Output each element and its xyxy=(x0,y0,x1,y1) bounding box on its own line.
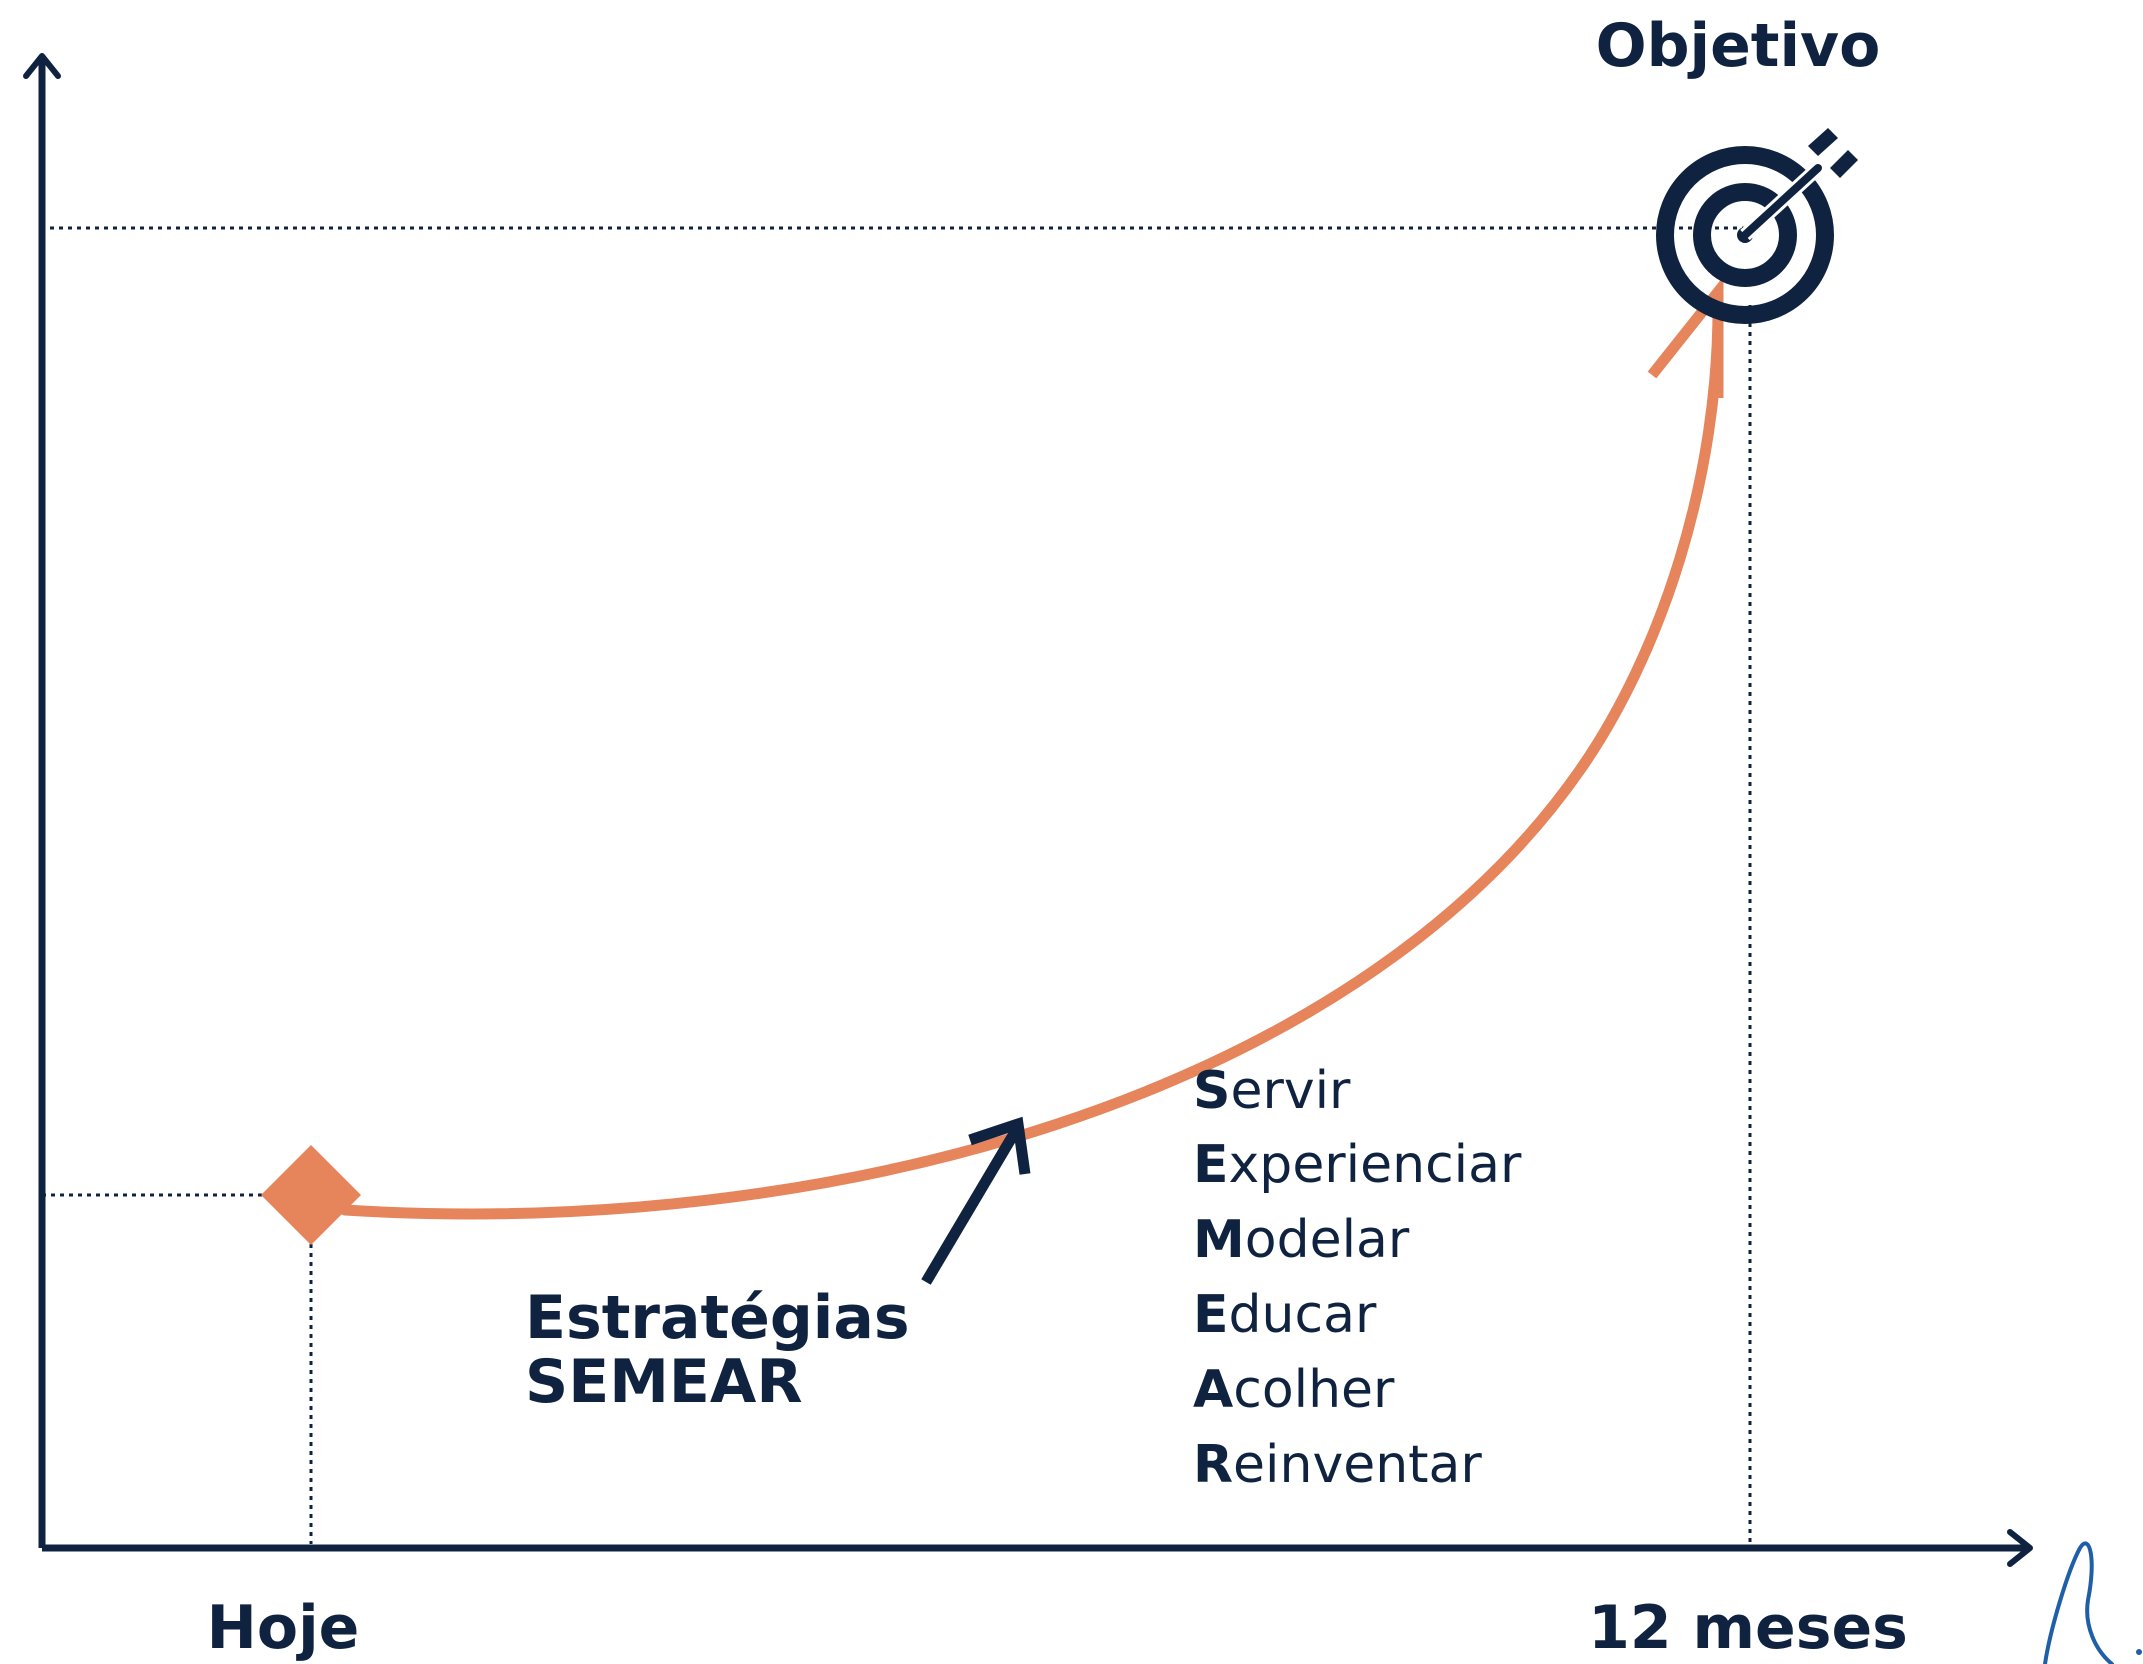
acronym-rest: einventar xyxy=(1233,1435,1482,1495)
acronym-initial: E xyxy=(1193,1135,1229,1195)
acronym-item: Acolher xyxy=(1193,1360,1395,1420)
acronym-initial: S xyxy=(1193,1061,1230,1121)
acronym-rest: xperienciar xyxy=(1229,1135,1522,1195)
acronym-initial: E xyxy=(1193,1285,1229,1345)
acronym-rest: odelar xyxy=(1245,1210,1410,1270)
acronym-initial: R xyxy=(1193,1435,1233,1495)
strategy-pointer-arrow xyxy=(921,1129,1020,1285)
acronym-item: Educar xyxy=(1193,1285,1377,1345)
x-axis-arrowhead xyxy=(2007,1529,2033,1567)
target-with-arrow-icon xyxy=(1656,128,1858,324)
growth-curve-arrowhead xyxy=(1647,276,1724,398)
acronym-rest: ervir xyxy=(1230,1061,1351,1121)
acronym-item: Reinventar xyxy=(1193,1435,1482,1495)
x-axis-end-label: 12 meses xyxy=(1588,1593,1908,1663)
signature-dot xyxy=(2136,1649,2142,1655)
acronym-item: Experienciar xyxy=(1193,1135,1522,1195)
y-axis-arrowhead xyxy=(23,53,61,79)
acronym-rest: colher xyxy=(1233,1360,1395,1420)
acronym-initial: A xyxy=(1193,1360,1233,1420)
strategy-title-line2: SEMEAR xyxy=(525,1347,803,1417)
acronym-item: Servir xyxy=(1193,1061,1351,1121)
goal-label: Objetivo xyxy=(1596,11,1881,81)
acronym-item: Modelar xyxy=(1193,1210,1410,1270)
strategy-pointer-arrowhead xyxy=(968,1116,1031,1175)
acronym-list: Servir Experienciar Modelar Educar Acolh… xyxy=(1193,1061,1522,1495)
acronym-rest: ducar xyxy=(1229,1285,1377,1345)
acronym-initial: M xyxy=(1193,1210,1245,1270)
diamond-icon xyxy=(261,1145,361,1245)
strategy-title-line1: Estratégias xyxy=(525,1283,910,1353)
growth-curve xyxy=(339,292,1724,1220)
signature-icon xyxy=(2043,1541,2114,1664)
x-axis-start-label: Hoje xyxy=(207,1593,360,1663)
